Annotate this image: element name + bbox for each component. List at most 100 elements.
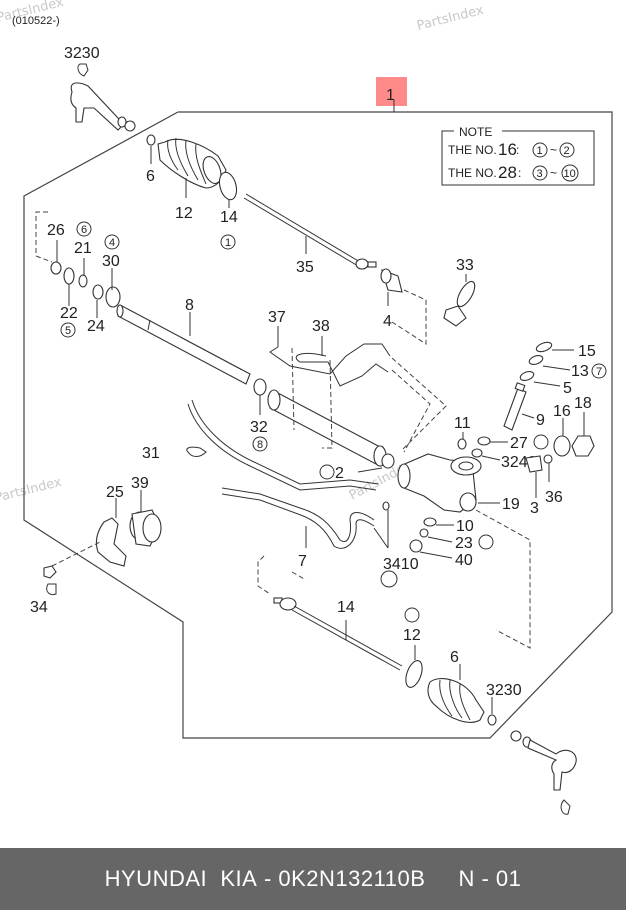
part-37-pipe[interactable] [269,343,391,375]
callout-3[interactable]: 36 [545,489,563,506]
part-18-nut[interactable] [571,435,595,457]
note-line-2-from: 3 [537,168,543,180]
part-3-spring[interactable] [543,454,553,464]
part-13-seal[interactable] [528,354,544,366]
part-27-seal[interactable] [471,448,483,458]
part-25-plug[interactable] [409,539,423,553]
callout-14-top[interactable]: 14 [220,209,238,226]
part-14-clip-bottom[interactable] [403,658,426,689]
note-line-1-from: 1 [537,145,543,157]
hand-pointer-icon [560,799,571,815]
part-3240-hose[interactable] [187,399,379,491]
note-line-2-sep: : [518,166,521,180]
part-11-plug[interactable] [457,438,467,450]
callout-15[interactable]: 15 [578,343,596,360]
callout-40[interactable]: 23 [455,535,473,552]
note-line-1-sep: : [516,143,519,157]
tie-rod-end-bottom[interactable] [510,730,577,791]
part-29-o-ring[interactable] [477,436,491,446]
callout-4[interactable]: 4 [383,313,392,330]
callout-31[interactable]: 2 [335,465,344,482]
part-rack-housing-tube[interactable] [267,389,387,467]
part-4-bushing[interactable] [380,268,403,293]
part-26-seal[interactable] [50,261,62,275]
assembly-highlight[interactable] [376,77,407,106]
part-32-seal[interactable] [253,378,267,396]
callout-3230-top[interactable]: 3230 [64,45,100,62]
callout-32-circled: 8 [257,439,263,451]
callout-25[interactable]: 40 [455,552,473,569]
callout-19[interactable]: 25 [106,484,124,501]
part-14-clip-top[interactable] [217,170,240,201]
callout-2[interactable]: 3 [530,500,539,517]
callout-12-bottom[interactable]: 6 [450,649,459,666]
note-title: NOTE [459,125,492,139]
callout-9[interactable]: 9 [536,412,545,429]
part-35-inner-tie-rod[interactable] [243,193,377,270]
part-39-hose[interactable] [221,487,375,549]
callout-23[interactable]: 10 [456,518,474,535]
assembly-label: 1 [386,87,395,104]
part-36-valve-body[interactable] [397,453,482,513]
callout-5[interactable]: 5 [563,380,572,397]
callout-37[interactable]: 37 [268,309,286,326]
callout-16[interactable]: 16 [553,403,571,420]
callout-34[interactable]: 14 [337,599,355,616]
part-30-o-ring[interactable] [105,286,121,308]
callout-18[interactable]: 18 [574,395,592,412]
callout-3240[interactable]: 31 [142,445,160,462]
callout-12-top[interactable]: 12 [175,205,193,222]
part-24-seal[interactable] [92,284,104,300]
callout-32[interactable]: 32 [250,419,268,436]
part-16-cap[interactable] [553,435,571,457]
part-21-o-ring[interactable] [78,274,88,288]
callout-11[interactable]: 11 [454,415,471,432]
part-6-clamp[interactable] [146,134,156,146]
callout-30[interactable]: 30 [102,253,120,270]
part-19-bracket[interactable] [95,517,127,567]
part-31-seal[interactable] [381,453,395,469]
part-23-seal[interactable] [423,517,437,527]
callout-7[interactable]: 3410 [383,556,419,573]
hand-pointer-icon [186,446,207,457]
callout-10[interactable]: 39 [131,475,149,492]
callout-38[interactable]: 38 [312,318,330,335]
callout-14-top-circled: 1 [225,237,231,249]
callout-14-bottom[interactable]: 12 [403,627,421,644]
callout-29[interactable]: 27 [510,435,528,452]
callout-36[interactable]: 19 [502,496,520,513]
part-3410-nut[interactable] [43,565,57,579]
part-10-bush[interactable] [129,509,162,547]
part-2-yoke[interactable] [525,455,543,473]
hand-pointer-icon [77,63,89,77]
note-line-2-to: 10 [564,168,576,180]
note-line-2-prefix: THE NO. [448,166,497,180]
part-12-boot-top[interactable] [157,137,227,189]
footer-bar: HYUNDAI KIA - 0K2N132110B N - 01 [0,848,626,910]
part-7-o-ring[interactable] [382,501,390,511]
part-6-clamp-bottom[interactable] [487,714,497,726]
callout-13[interactable]: 13 [571,363,589,380]
callout-39[interactable]: 7 [298,553,307,570]
part-5-seal[interactable] [519,370,535,382]
callout-21[interactable]: 21 [74,240,92,257]
part-9-valve[interactable] [503,382,527,431]
callout-6-bottom[interactable]: 3230 [486,682,522,699]
tie-rod-end-top[interactable] [70,82,136,132]
callout-24[interactable]: 24 [87,318,105,335]
part-12-boot-bottom[interactable] [427,678,485,723]
callout-3410[interactable]: 34 [30,599,48,616]
callout-26[interactable]: 26 [47,222,65,239]
callout-35[interactable]: 35 [296,259,314,276]
part-15-o-ring[interactable] [535,341,553,354]
callout-6-top[interactable]: 6 [146,168,155,185]
part-8-rack[interactable] [116,304,251,385]
callout-8[interactable]: 8 [185,297,194,314]
part-22-o-ring[interactable] [63,267,75,285]
part-33-bracket[interactable] [443,279,478,327]
callout-22[interactable]: 22 [60,305,78,322]
part-38-pipe[interactable] [295,353,389,387]
footer-part-number[interactable]: 0K2N132110B [278,866,426,891]
callout-33[interactable]: 33 [456,257,474,274]
part-40-ring[interactable] [419,528,429,538]
